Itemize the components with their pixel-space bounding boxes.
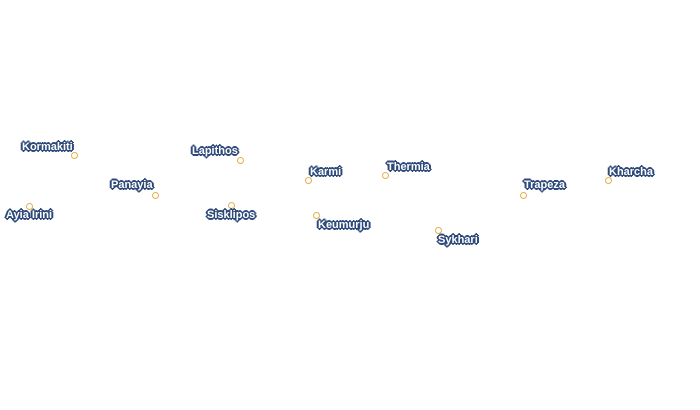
- place-marker-thermia[interactable]: [382, 172, 389, 179]
- place-marker-ayia-irini[interactable]: [26, 203, 33, 210]
- place-label-karmi[interactable]: Karmi: [310, 166, 342, 178]
- place-marker-sisklipos[interactable]: [228, 202, 235, 209]
- place-marker-trapeza[interactable]: [520, 192, 527, 199]
- place-label-kharcha[interactable]: Kharcha: [609, 166, 654, 178]
- place-label-ayia-irini[interactable]: Ayia Irini: [6, 209, 53, 221]
- place-marker-lapithos[interactable]: [237, 157, 244, 164]
- place-marker-keumurju[interactable]: [313, 212, 320, 219]
- place-label-kormakiti[interactable]: Kormakiti: [22, 141, 73, 153]
- place-marker-kormakiti[interactable]: [71, 152, 78, 159]
- place-label-thermia[interactable]: Thermia: [387, 161, 430, 173]
- place-label-sisklipos[interactable]: Sisklipos: [207, 209, 256, 221]
- place-marker-karmi[interactable]: [305, 177, 312, 184]
- place-label-lapithos[interactable]: Lapithos: [192, 145, 238, 157]
- place-marker-panayia[interactable]: [152, 192, 159, 199]
- place-label-trapeza[interactable]: Trapeza: [524, 179, 565, 191]
- place-marker-sykhari[interactable]: [435, 227, 442, 234]
- place-marker-kharcha[interactable]: [605, 177, 612, 184]
- place-label-panayia[interactable]: Panayia: [111, 179, 153, 191]
- place-label-keumurju[interactable]: Keumurju: [318, 219, 370, 231]
- place-label-sykhari[interactable]: Sykhari: [438, 234, 478, 246]
